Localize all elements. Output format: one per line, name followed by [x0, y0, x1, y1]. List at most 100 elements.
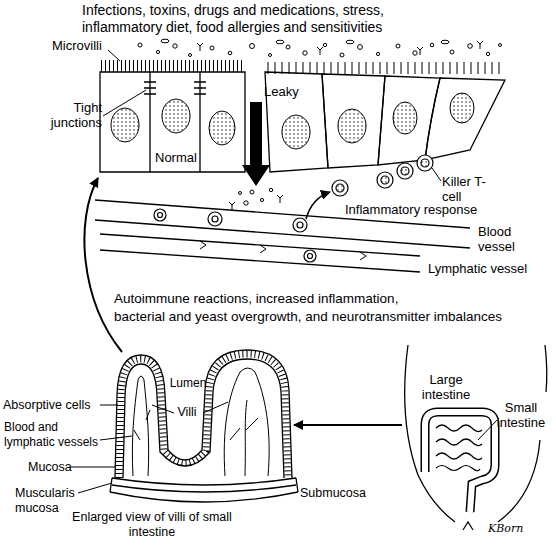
killer-t-cells [421, 159, 429, 167]
blood-cells [308, 254, 313, 259]
villi [115, 350, 292, 478]
particles [286, 45, 290, 49]
particles [413, 51, 417, 55]
part-label: Inflammatory response [345, 202, 515, 217]
villi [123, 359, 284, 478]
epithelial-cells [100, 72, 245, 172]
blood-cells [212, 216, 218, 222]
particles [499, 44, 502, 47]
epithelial-cells [425, 78, 505, 160]
particles [138, 39, 502, 210]
microvilli [100, 60, 245, 72]
leader-lines [100, 436, 132, 440]
nuclei [282, 115, 310, 149]
particles [486, 52, 489, 55]
leader-lines [103, 90, 146, 116]
particles [468, 44, 473, 49]
particles [244, 201, 248, 205]
microvilli [265, 62, 505, 74]
zoom-arrow [294, 424, 402, 426]
blood-cells [304, 250, 316, 262]
leak-arrow [242, 102, 270, 186]
killer-t-cells [332, 180, 348, 196]
body-figure [405, 345, 547, 530]
blood-cells [154, 209, 316, 262]
blood-cells [158, 213, 163, 218]
killer-t-cells [417, 155, 433, 171]
leader-lines [478, 420, 497, 440]
particles [396, 44, 400, 48]
killer-t-cells [377, 172, 393, 188]
particles [173, 44, 177, 48]
body-figure [463, 522, 473, 530]
particles [303, 51, 307, 55]
part-label: Lymphatic vessel [428, 261, 553, 276]
effect-note: Autoimmune reactions, increased inflamma… [114, 290, 556, 326]
particles [229, 195, 283, 210]
part-label: Blood vessel [478, 224, 533, 254]
particles [450, 50, 454, 54]
particles [269, 188, 272, 191]
body-figure [425, 412, 495, 512]
nuclei [450, 93, 474, 123]
part-label: Normal [155, 150, 205, 165]
blood-cells [297, 222, 303, 228]
return-arrow [84, 178, 122, 352]
villi [224, 368, 269, 476]
leader-lines [78, 483, 112, 493]
body-figure [498, 440, 540, 522]
particles [269, 54, 272, 57]
part-label: Mucosa [28, 460, 88, 475]
particles [260, 198, 263, 201]
leader-lines [70, 467, 116, 468]
killer-t-cells [336, 184, 344, 192]
body-figure [436, 425, 482, 471]
particles [197, 41, 483, 55]
blood-cells [208, 212, 222, 226]
tight-junctions [144, 82, 206, 94]
particles [346, 40, 354, 44]
response-arrow [306, 192, 330, 219]
part-label: Blood and lymphatic vessels [4, 420, 102, 450]
villi [110, 478, 298, 502]
part-label: Killer T-cell [442, 174, 488, 204]
killer-t-cells [397, 163, 413, 179]
part-label: Absorptive cells [3, 398, 115, 413]
body-figure [405, 345, 455, 522]
cause-note: Infections, toxins, drugs and medication… [82, 2, 452, 36]
particles [358, 45, 363, 50]
killer-t-cells [381, 176, 389, 184]
particles [138, 43, 142, 47]
nuclei [393, 102, 417, 134]
nuclei [209, 111, 235, 145]
particles [276, 40, 284, 44]
epithelial-cells [322, 74, 385, 168]
particles [340, 53, 344, 57]
nuclei [111, 108, 139, 142]
villi [132, 376, 150, 476]
nuclei [111, 93, 474, 149]
particles [156, 50, 159, 53]
part-label: Microvilli [52, 38, 122, 53]
part-label: Tight junctions [40, 100, 102, 130]
part-label: Lumen [168, 376, 208, 391]
leader-lines [100, 405, 118, 406]
villi [119, 354, 288, 478]
nuclei [162, 99, 190, 133]
particles [323, 43, 326, 46]
nuclei [338, 109, 366, 143]
part-label: Villi [168, 405, 206, 420]
particles [250, 44, 255, 49]
epithelial-cells [100, 72, 505, 172]
particles [189, 54, 192, 57]
leader-lines [108, 50, 120, 61]
part-label: Small intestine [490, 400, 552, 430]
leader-lines [432, 168, 441, 181]
wrap-spacer [446, 290, 556, 306]
particles [239, 192, 242, 195]
vessels [100, 234, 420, 272]
part-label: Leaky [264, 84, 314, 99]
particles [161, 39, 169, 43]
caption-note: Enlarged view of villi of small intestin… [72, 510, 232, 540]
particles [376, 52, 379, 55]
